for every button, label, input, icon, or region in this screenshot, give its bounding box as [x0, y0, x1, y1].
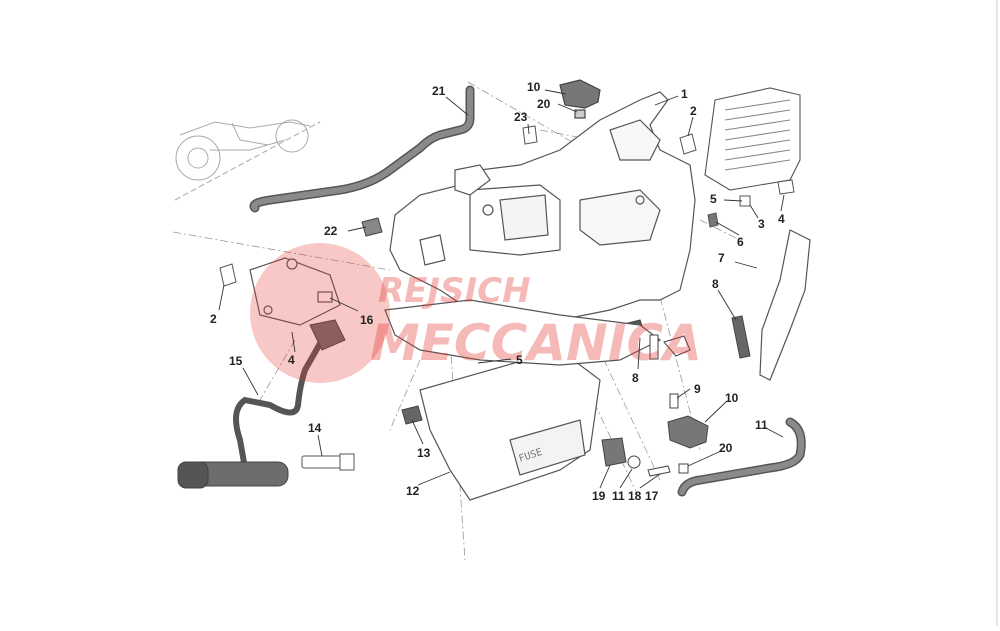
part-3-regulator: [704, 87, 801, 191]
part-labels: 21 10 20 1 2 23 5 3 4 6 7 22 8 2 16 4 5 …: [210, 80, 785, 503]
label-11-bottom: 11: [612, 489, 625, 503]
label-10-top: 10: [527, 80, 541, 94]
label-8-right: 8: [712, 277, 719, 291]
label-2-top: 2: [690, 104, 697, 118]
label-23: 23: [514, 110, 528, 124]
label-9: 9: [694, 382, 701, 396]
part-12-fuse-cover: [419, 349, 601, 501]
label-20-bottom: 20: [719, 441, 733, 455]
label-13: 13: [417, 446, 431, 460]
label-6: 6: [737, 235, 744, 249]
motorcycle-thumbnail: [174, 119, 321, 201]
watermark-line1: REJSICH: [378, 271, 531, 311]
label-21: 21: [432, 84, 446, 98]
part-1-subframe: [389, 91, 696, 321]
label-leaders: [218, 89, 785, 489]
label-18: 18: [628, 489, 642, 503]
label-14: 14: [308, 421, 322, 435]
label-7: 7: [718, 251, 725, 265]
label-16: 16: [360, 313, 374, 327]
watermark-logo: [250, 243, 390, 383]
label-15: 15: [229, 354, 243, 368]
parts-9-10-20-bottom: [649, 334, 709, 474]
label-5-bottom: 5: [516, 353, 523, 367]
label-4-left: 4: [288, 353, 295, 367]
part-13-grommet: [401, 405, 423, 425]
watermark-line2: MECCANICA: [370, 314, 702, 372]
label-10-bottom: 10: [725, 391, 739, 405]
label-17: 17: [645, 489, 659, 503]
parts-19-18-17: [601, 437, 671, 477]
label-19: 19: [592, 489, 606, 503]
label-11-right: 11: [755, 418, 768, 432]
label-1: 1: [681, 87, 688, 101]
part-10-sensor-top: [559, 79, 601, 119]
lower-tray: [384, 299, 662, 366]
label-20-top: 20: [537, 97, 551, 111]
label-3: 3: [758, 217, 765, 231]
label-4-top: 4: [778, 212, 785, 226]
label-12: 12: [406, 484, 420, 498]
part-16-bracket: [249, 257, 341, 326]
label-22: 22: [324, 224, 338, 238]
label-2-left: 2: [210, 312, 217, 326]
small-hardware: [219, 125, 795, 287]
label-5-top: 5: [710, 192, 717, 206]
label-8-bottom: 8: [632, 371, 639, 385]
part-15-cable: [177, 319, 346, 489]
part-7-side-cover: [759, 229, 811, 381]
part-22-grommet: [361, 217, 383, 237]
part-14-spark-plug: [301, 453, 355, 471]
